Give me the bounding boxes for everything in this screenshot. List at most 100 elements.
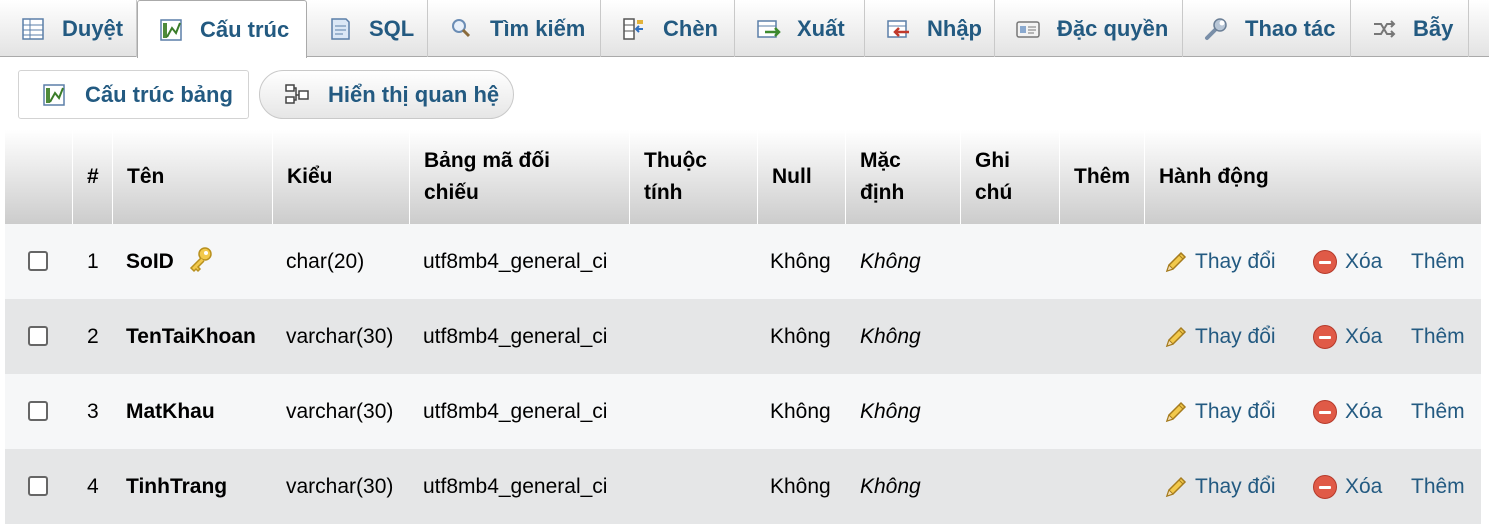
tab-structure[interactable]: Cấu trúc [137,0,307,58]
search-icon [448,16,474,42]
more-link-label: Thêm [1411,474,1465,498]
privileges-icon [1015,16,1041,42]
import-icon [885,16,911,42]
drop-icon [1313,324,1337,349]
tab-label: Duyệt [62,15,124,41]
field-null: Không [770,399,831,423]
field-name-text: SoID [126,249,174,273]
table-body: 1 SoID char(20) utf8mb4_general_ci Không… [5,224,1481,524]
subtab-relation-view[interactable]: Hiển thị quan hệ [259,70,514,119]
tab-label: Nhập [927,15,982,41]
tab-privileges[interactable]: Đặc quyền [995,0,1183,57]
field-name: TenTaiKhoan [126,299,256,374]
pencil-icon [1165,476,1187,497]
change-link-label: Thay đổi [1195,324,1276,348]
field-type: varchar(30) [286,399,394,423]
drop-link[interactable]: Xóa [1313,449,1382,524]
change-link-label: Thay đổi [1195,474,1276,498]
header-null: Null [758,130,846,224]
drop-link[interactable]: Xóa [1313,374,1382,449]
more-link[interactable]: Thêm [1411,224,1465,299]
insert-icon [621,16,647,42]
drop-link[interactable]: Xóa [1313,299,1382,374]
header-type: Kiểu [273,130,410,224]
header-num: # [73,130,113,224]
header-attributes-line2: tính [644,181,683,204]
browse-icon [20,16,46,42]
header-collation-line2: chiếu [424,181,479,204]
tab-label: Thao tác [1245,15,1336,41]
row-num: 4 [87,474,99,498]
tab-export[interactable]: Xuất [735,0,865,57]
header-action: Hành động [1159,165,1269,188]
tab-search[interactable]: Tìm kiếm [428,0,601,57]
more-link[interactable]: Thêm [1411,374,1465,449]
subtab-label: Cấu trúc bảng [85,81,233,107]
pencil-icon [1165,251,1187,272]
field-type: char(20) [286,249,365,273]
tab-label: Cấu trúc [200,16,290,42]
tab-import[interactable]: Nhập [865,0,995,57]
more-link[interactable]: Thêm [1411,449,1465,524]
header-comment-line2: chú [975,181,1013,204]
field-name: MatKhau [126,374,215,449]
field-collation: utf8mb4_general_ci [423,399,608,423]
header-comment: Ghi chú [961,130,1060,224]
row-checkbox[interactable] [28,401,48,421]
row-checkbox[interactable] [28,476,48,496]
change-link-label: Thay đổi [1195,249,1276,273]
drop-link-label: Xóa [1345,474,1383,498]
drop-icon [1313,474,1337,499]
operations-icon [1203,16,1229,42]
tab-label: SQL [369,15,415,41]
row-checkbox[interactable] [28,251,48,271]
field-null: Không [770,324,831,348]
field-default: Không [860,399,921,423]
more-link-label: Thêm [1411,249,1465,273]
row-num: 1 [87,249,99,273]
header-comment-line1: Ghi [975,149,1010,172]
change-link[interactable]: Thay đổi [1163,449,1276,524]
tab-label: Bẫy [1413,15,1454,41]
field-collation: utf8mb4_general_ci [423,249,608,273]
tab-browse[interactable]: Duyệt [0,0,137,57]
tab-operations[interactable]: Thao tác [1183,0,1351,57]
field-name: SoID [126,224,214,299]
change-link-label: Thay đổi [1195,399,1276,423]
tab-insert[interactable]: Chèn [601,0,735,57]
primary-key-holder [174,245,214,279]
subtab-label: Hiển thị quan hệ [328,81,500,107]
change-link[interactable]: Thay đổi [1163,224,1276,299]
subtab-table-structure[interactable]: Cấu trúc bảng [18,70,249,119]
more-link-label: Thêm [1411,399,1465,423]
header-default-line2: định [860,181,905,204]
header-extra: Thêm [1060,130,1145,224]
header-default-line1: Mặc [860,149,901,172]
field-name-text: TenTaiKhoan [126,324,256,348]
change-link[interactable]: Thay đổi [1163,374,1276,449]
top-tab-bar: Duyệt Cấu trúc SQL Tìm kiếm Chèn Xuất [0,0,1489,58]
field-null: Không [770,249,831,273]
structure-icon [158,17,184,43]
change-link[interactable]: Thay đổi [1163,299,1276,374]
header-collation-line1: Bảng mã đối [424,149,551,172]
tab-label: Chèn [663,15,718,41]
tab-sql[interactable]: SQL [307,0,428,57]
row-checkbox[interactable] [28,326,48,346]
drop-link-label: Xóa [1345,324,1383,348]
pencil-icon [1165,326,1187,347]
tab-triggers[interactable]: Bẫy [1351,0,1469,57]
drop-link[interactable]: Xóa [1313,224,1382,299]
primary-key-icon [189,246,212,272]
header-collation: Bảng mã đối chiếu [410,130,630,224]
field-type: varchar(30) [286,324,394,348]
more-link[interactable]: Thêm [1411,299,1465,374]
sql-icon [327,16,353,42]
field-default: Không [860,474,921,498]
field-default: Không [860,249,921,273]
field-collation: utf8mb4_general_ci [423,324,608,348]
field-name: TinhTrang [126,449,227,524]
tab-label: Đặc quyền [1057,15,1169,41]
